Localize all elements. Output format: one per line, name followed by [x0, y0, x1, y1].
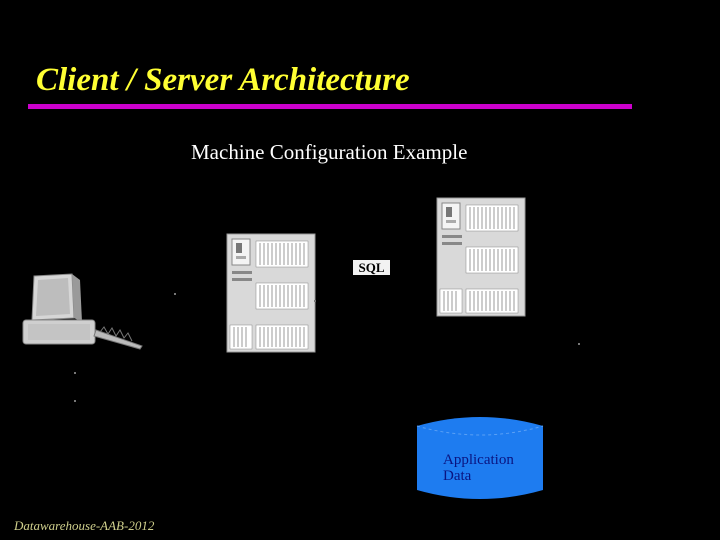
database-label: Application Data — [443, 452, 514, 484]
connector-dot — [74, 372, 76, 374]
title-underline — [28, 104, 632, 109]
connector-dot — [314, 300, 316, 302]
slide-footer: Datawarehouse-AAB-2012 — [14, 518, 155, 533]
server-cabinet-icon — [226, 233, 316, 353]
connector-dot — [74, 400, 76, 402]
server-cabinet-icon — [436, 197, 526, 317]
computer-workstation-icon — [22, 273, 143, 350]
connector-dot — [578, 343, 580, 345]
connector-dot — [174, 293, 176, 295]
database-cylinder-icon — [416, 417, 544, 499]
sql-connection-label: SQL — [353, 260, 390, 275]
diagram-subtitle: Machine Configuration Example — [191, 140, 468, 164]
slide-title: Client / Server Architecture — [36, 62, 410, 98]
